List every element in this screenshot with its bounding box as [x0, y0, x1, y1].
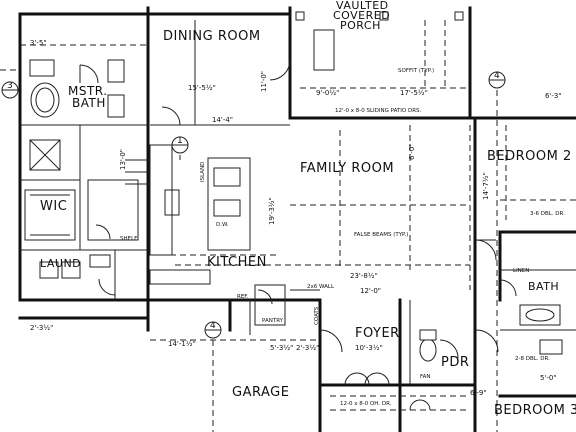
note-double-door-2: 2-8 DBL. DR.	[515, 356, 550, 362]
room-label-covered: COVERED	[333, 9, 390, 22]
note-dishwasher: D.W.	[216, 222, 229, 228]
grid-tag: 3	[7, 81, 13, 91]
room-labels: DINING ROOM VAULTED COVERED PORCH BEDROO…	[40, 0, 576, 418]
grid-tag: 1	[177, 136, 183, 146]
dimension-label: 2'-3½"	[30, 324, 53, 332]
notes: 12'-0 x 8-0 SLIDING PATIO DRS. SOFFIT (T…	[120, 68, 565, 407]
door-swings	[79, 59, 517, 359]
grid-lines	[0, 69, 498, 432]
room-label-bedroom2: BEDROOM 2	[487, 149, 572, 164]
dimension-label: 19'-3½"	[268, 197, 276, 225]
room-label-bedroom3: BEDROOM 3	[494, 403, 576, 418]
room-label-vaulted: VAULTED	[336, 0, 389, 12]
dimension-label: 14'-4"	[212, 116, 233, 124]
dimension-label: 23'-8½"	[350, 272, 378, 280]
room-label-foyer: FOYER	[355, 326, 400, 341]
grid-tag: 4	[494, 71, 500, 81]
dimension-label: 17'-5½"	[400, 89, 428, 97]
dimension-label: 5'-0"	[540, 374, 557, 382]
kitchen-cabinetry	[149, 144, 286, 326]
note-wall: 2x6 WALL	[307, 284, 335, 290]
room-label-garage: GARAGE	[232, 385, 289, 400]
garage-door	[330, 395, 470, 411]
room-label-master: MSTR.	[68, 84, 108, 98]
dimension-label: 11'-0"	[260, 71, 268, 92]
note-false-beams: FALSE BEAMS (TYP.)	[354, 232, 408, 238]
dashed-beams	[20, 20, 576, 290]
note-linen: LINEN	[513, 268, 529, 274]
room-label-master-bath: BATH	[72, 96, 106, 110]
dimension-label: 6'-0"	[408, 143, 416, 160]
note-garage-door: 12-0 x 8-0 OH. DR.	[340, 401, 392, 407]
room-label-pdr: PDR	[441, 355, 469, 370]
note-fan: FAN	[420, 374, 431, 380]
note-patio-doors: 12'-0 x 8-0 SLIDING PATIO DRS.	[335, 108, 422, 114]
dimension-label: 10'-3½"	[355, 344, 383, 352]
note-double-door: 3-6 DBL. DR.	[530, 211, 565, 217]
dimension-label: 5'-3½"	[270, 344, 293, 352]
room-label-porch: PORCH	[340, 19, 381, 32]
dimension-label: 6'-9"	[470, 389, 487, 397]
room-label-dining: DINING ROOM	[163, 29, 261, 44]
dimension-label: 9'-0½"	[316, 89, 339, 97]
dimension-label: 13'-0"	[119, 149, 127, 170]
porch-posts	[295, 11, 464, 71]
room-label-wic: WIC	[40, 199, 67, 214]
laundry-fixtures	[39, 159, 148, 279]
note-coats: COATS	[314, 306, 320, 325]
room-label-laundry: LAUND	[40, 257, 81, 270]
exterior-walls	[18, 6, 576, 432]
pdr-fixtures	[419, 304, 563, 362]
note-island: ISLAND	[200, 162, 206, 182]
note-refrigerator: REF.	[237, 294, 249, 300]
dimension-label: 14'-1½"	[168, 340, 196, 348]
dimension-label: 2'-3½"	[296, 344, 319, 352]
foyer-porch-arcs	[344, 372, 431, 411]
note-soffit: SOFFIT (TYP.)	[398, 68, 434, 74]
wic-shelves	[24, 179, 139, 241]
dimension-label: 12'-0"	[360, 287, 381, 295]
room-label-kitchen: KITCHEN	[207, 255, 267, 270]
note-pantry: PANTRY	[262, 318, 284, 324]
dimension-label: 15'-5½"	[188, 84, 216, 92]
dimension-label: 6'-3"	[545, 92, 562, 100]
grid-tags: 4 1 4 3	[1, 71, 506, 339]
dimension-label: 14'-7½"	[482, 172, 490, 200]
master-bath-fixtures	[29, 59, 125, 171]
grid-tag: 4	[210, 321, 216, 331]
note-shelf: SHELF	[120, 236, 137, 242]
room-label-family: FAMILY ROOM	[300, 161, 394, 176]
dimension-label: 3'-5"	[30, 39, 47, 47]
room-label-bath: BATH	[528, 280, 559, 293]
dimensions: 11'-0" 15'-5½" 17'-5½" 9'-0½" 14'-4" 14'…	[30, 39, 562, 397]
